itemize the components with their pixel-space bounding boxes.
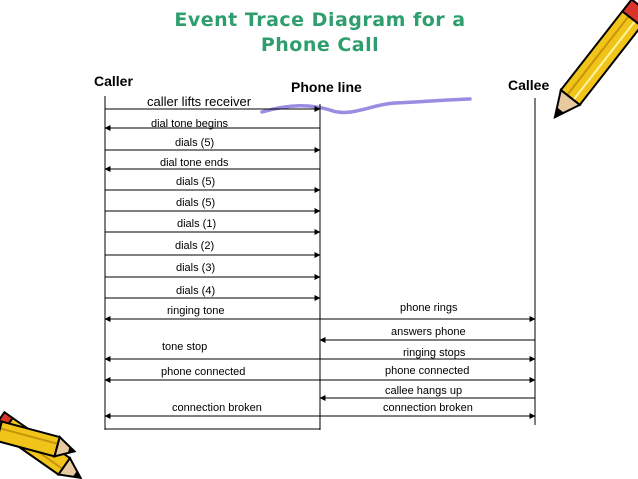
pencil-icon (0, 417, 77, 458)
actor-callee: Callee (508, 77, 550, 93)
message-label: dials (3) (176, 262, 216, 274)
message-label: dials (5) (176, 176, 216, 188)
message-label: dials (5) (176, 197, 216, 209)
message-label: caller lifts receiver (147, 94, 252, 109)
message-label: answers phone (391, 326, 466, 338)
message-label: tone stop (162, 341, 208, 353)
squiggle-line (260, 97, 472, 115)
message-label: dials (1) (177, 218, 217, 230)
message-label: phone rings (400, 302, 458, 314)
message-label: phone connected (385, 365, 470, 377)
message-label: phone connected (161, 366, 246, 378)
diagram-title: Event Trace Diagram for a Phone Call (140, 8, 500, 58)
message-label: dial tone ends (160, 157, 229, 169)
title-line-1: Event Trace Diagram for a (174, 9, 466, 31)
message-label: ringing stops (403, 347, 466, 359)
actor-caller: Caller (94, 73, 133, 89)
title-line-2: Phone Call (260, 34, 380, 56)
message-label: dials (5) (175, 137, 215, 149)
message-label: ringing tone (167, 305, 225, 317)
message-label: connection broken (172, 402, 262, 414)
message-label: dials (4) (176, 285, 216, 297)
message-arrows (104, 106, 536, 419)
message-label: dials (2) (175, 240, 215, 252)
message-label: connection broken (383, 402, 473, 414)
message-label: dial tone begins (151, 118, 229, 130)
message-label: callee hangs up (385, 385, 463, 397)
actor-phone-line: Phone line (291, 79, 362, 95)
pencil-icon (553, 0, 638, 119)
